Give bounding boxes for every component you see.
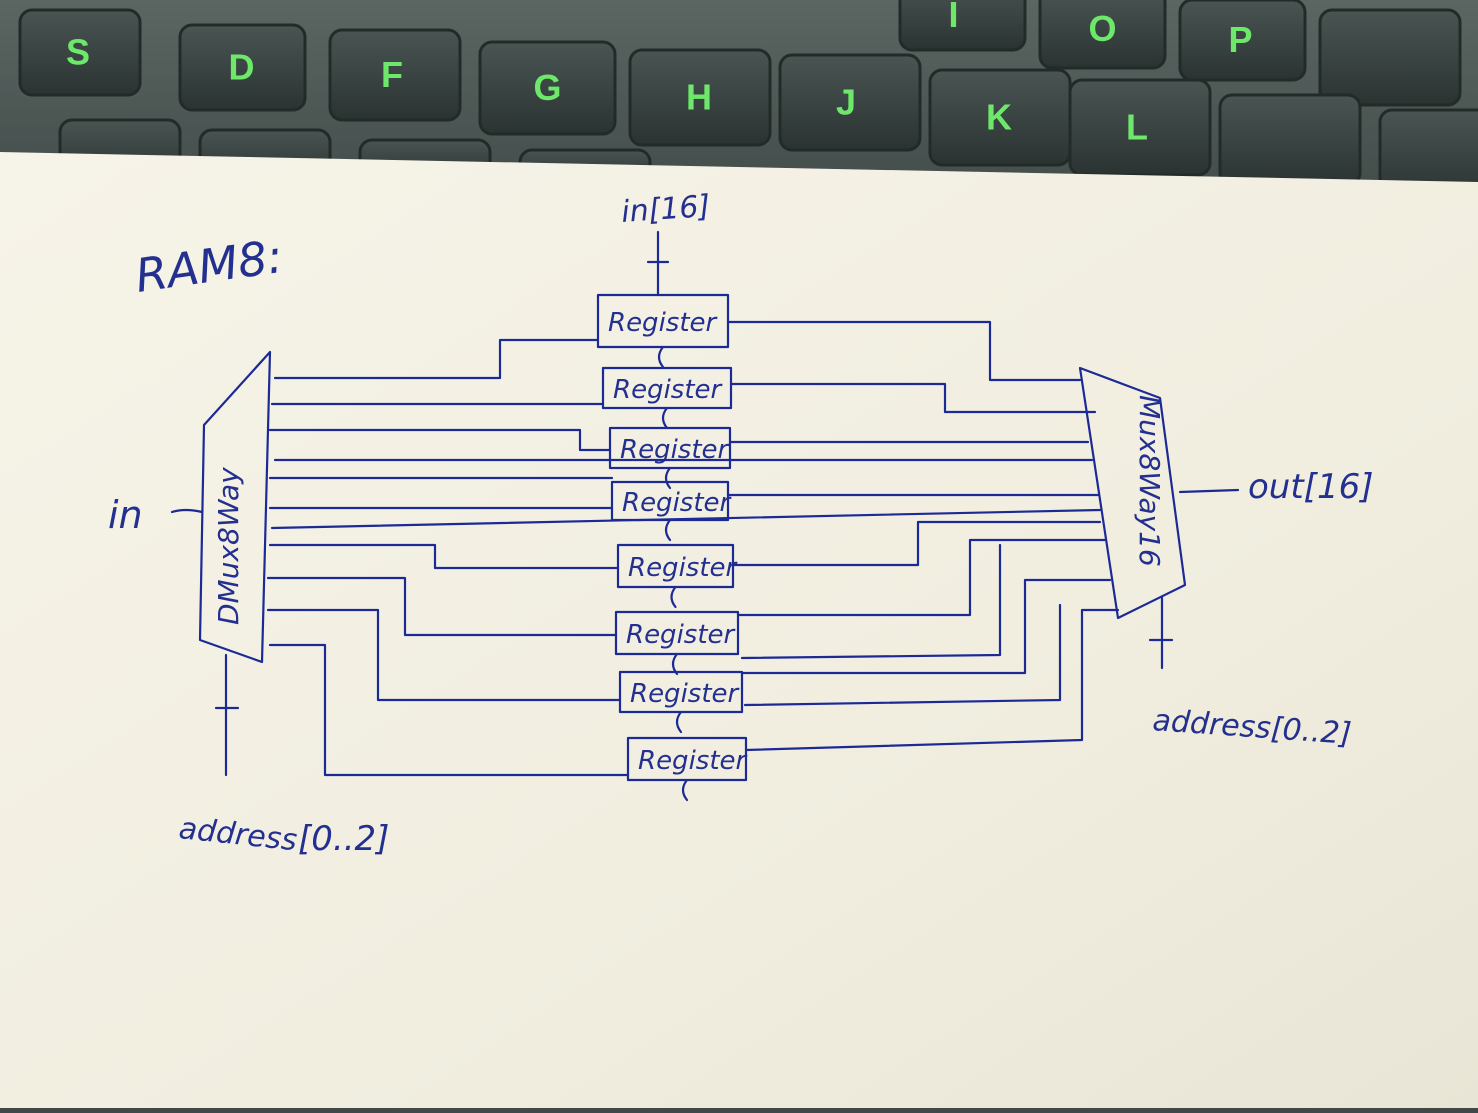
output-wire (1178, 488, 1240, 494)
ram8-diagram: RAM8: in[16] DMux8Way in address [0..2] … (108, 189, 1373, 859)
wire-5 (268, 543, 620, 570)
key-p: P (1178, 0, 1307, 82)
key-d: D (178, 23, 307, 112)
key-semicolon (1218, 93, 1362, 187)
register-4: Register (616, 543, 739, 609)
svg-text:G: G (534, 67, 562, 108)
wire-9 (726, 320, 1082, 382)
svg-text:P: P (1229, 19, 1253, 60)
register-1: Register (601, 366, 733, 430)
register-chain (657, 345, 665, 369)
svg-text:I: I (949, 0, 959, 35)
register-label: Register (626, 620, 737, 650)
register-chain (661, 406, 669, 430)
register-6: Register (618, 670, 744, 734)
svg-text:J: J (836, 82, 856, 123)
key-j: J (778, 53, 922, 152)
svg-text:D: D (229, 47, 255, 88)
key-s: S (18, 8, 142, 97)
register-5: Register (614, 610, 740, 676)
register-chain (681, 778, 689, 802)
output-label: out[16] (1248, 467, 1373, 507)
key-h: H (628, 48, 772, 147)
register-label: Register (622, 488, 733, 518)
input-label: in (108, 493, 143, 537)
svg-text:K: K (986, 97, 1012, 138)
key-bracket (1318, 8, 1462, 107)
register-7: Register (626, 736, 749, 802)
dmux-block: DMux8Way (198, 350, 272, 664)
wire-16 (744, 608, 1120, 752)
wire-7 (266, 608, 622, 702)
register-chain (664, 466, 672, 490)
wire-10 (729, 382, 1097, 414)
key-i: I (898, 0, 1027, 52)
key-o: O (1038, 0, 1167, 70)
svg-text:O: O (1089, 8, 1117, 49)
register-chain (675, 710, 683, 734)
wire-20 (740, 543, 1002, 660)
register-chain (670, 585, 677, 609)
wire-6 (266, 576, 618, 637)
input-wire (170, 508, 204, 514)
mux-block: Mux8Way16 (1078, 366, 1187, 620)
input-bus-label: in[16] (620, 189, 711, 230)
left-address-range: [0..2] (298, 819, 389, 859)
svg-text:F: F (381, 54, 403, 95)
register-label: Register (638, 746, 749, 776)
key-k: K (928, 68, 1072, 167)
key-l: L (1068, 78, 1212, 177)
register-chain (664, 518, 672, 542)
svg-text:S: S (66, 32, 90, 73)
wiring (266, 320, 1120, 777)
wire-15 (740, 578, 1112, 675)
key-g: G (478, 40, 617, 136)
wire-18 (270, 508, 1102, 530)
svg-text:H: H (686, 77, 712, 118)
wire-8 (268, 643, 630, 777)
register-label: Register (628, 553, 739, 583)
dmux-label: DMux8Way (212, 467, 245, 625)
wire-14 (736, 538, 1107, 617)
key-f: F (328, 28, 462, 122)
register-label: Register (630, 679, 741, 709)
wire-19 (743, 603, 1062, 707)
mux-label: Mux8Way16 (1133, 395, 1166, 567)
wire-2 (268, 428, 612, 452)
wire-0 (273, 338, 600, 380)
wire-13 (731, 520, 1102, 567)
register-label: Register (608, 308, 719, 338)
register-label: Register (613, 375, 724, 405)
svg-text:L: L (1126, 107, 1148, 148)
register-stack: RegisterRegisterRegisterRegisterRegister… (596, 293, 749, 802)
